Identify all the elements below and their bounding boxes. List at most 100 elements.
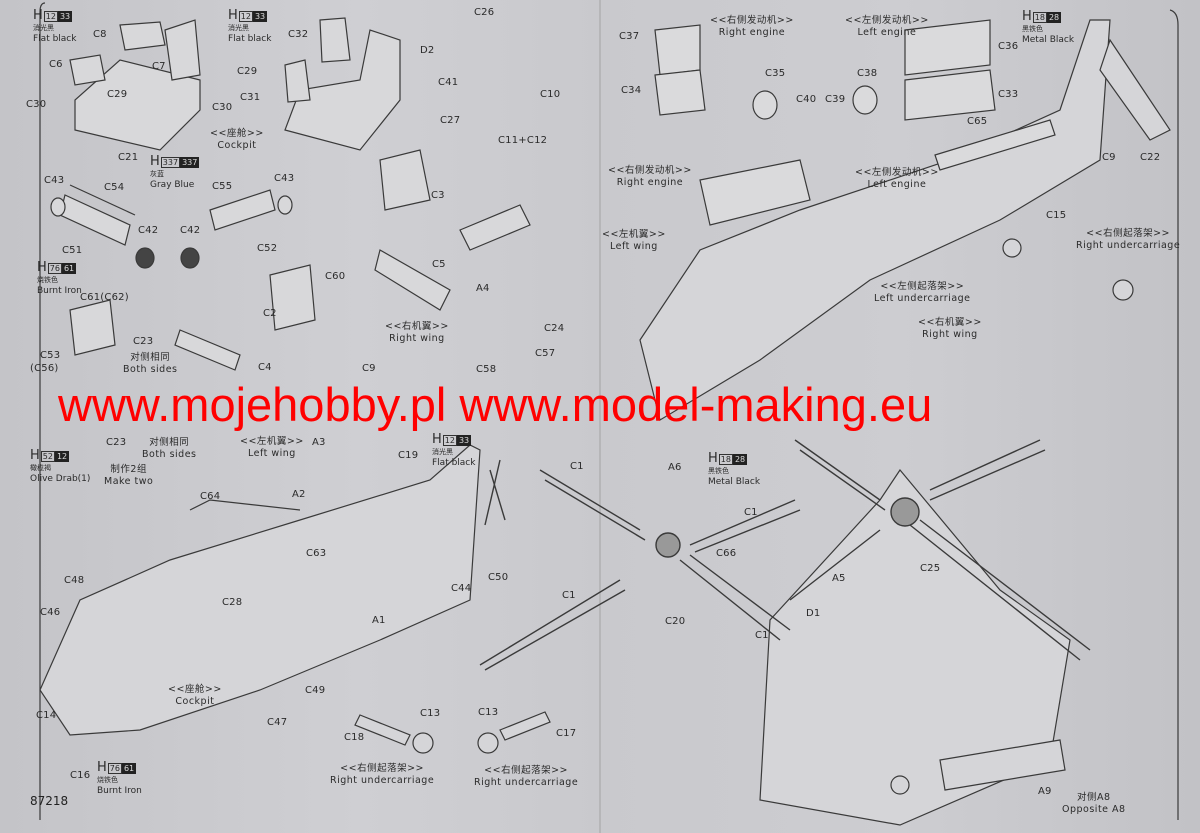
paint-brand-code: H <box>30 448 40 463</box>
part-number-label: C30 <box>212 102 233 113</box>
section-title-en: Right undercarriage <box>330 775 435 786</box>
part-number-label: C29 <box>237 66 258 77</box>
part-number-label: C26 <box>474 7 495 18</box>
part-number-label: C47 <box>267 717 288 728</box>
part-number-label: C42 <box>138 225 159 236</box>
part-number-label: C4 <box>258 362 272 373</box>
paint-brand-code: H <box>432 432 442 447</box>
part-number-label: C51 <box>62 245 83 256</box>
part-number-label: C16 <box>70 770 91 781</box>
section-title: <<左机翼>>Left wing <box>240 436 304 460</box>
part-number-label: C24 <box>544 323 565 334</box>
section-title: <<左侧发动机>>Left engine <box>845 15 929 39</box>
section-title-cn: 对侧A8 <box>1077 792 1111 803</box>
section-title-cn: <<右机翼>> <box>385 321 449 332</box>
part-number-label: C18 <box>344 732 365 743</box>
paint-name-en: Olive Drab(1) <box>30 474 91 484</box>
paint-number: 18 <box>1032 12 1047 23</box>
part-number-label: C63 <box>306 548 327 559</box>
paint-name-en: Metal Black <box>708 477 761 487</box>
part-number-label: C11+C12 <box>498 135 548 146</box>
paint-number-alt: 33 <box>456 435 472 446</box>
section-title: <<左侧起落架>>Left undercarriage <box>874 281 971 305</box>
section-title: <<左侧发动机>>Left engine <box>855 167 939 191</box>
paint-number: 18 <box>718 454 733 465</box>
paint-brand-code: H <box>97 760 107 775</box>
tank-and-pod-parts <box>50 149 531 371</box>
paint-brand-code: H <box>150 154 160 169</box>
part-number-label: C9 <box>362 363 376 374</box>
part-number-label: C41 <box>438 77 459 88</box>
undercarriage-parts <box>354 238 1134 795</box>
part-number-label: A1 <box>372 615 386 626</box>
part-number-label: C9 <box>1102 152 1116 163</box>
section-title-cn: <<右侧发动机>> <box>608 165 692 176</box>
paint-name-en: Metal Black <box>1022 35 1075 45</box>
paint-number-alt: 28 <box>1046 12 1062 23</box>
part-number-label: C64 <box>200 491 221 502</box>
section-title: <<右机翼>>Right wing <box>918 317 982 341</box>
part-number-label: A2 <box>292 489 306 500</box>
part-number-label: C52 <box>257 243 278 254</box>
sheet-number: 87218 <box>30 794 69 808</box>
section-title: <<右机翼>>Right wing <box>385 321 449 345</box>
part-number-label: C43 <box>274 173 295 184</box>
part-number-label: A3 <box>312 437 326 448</box>
watermark-text: www.mojehobby.pl www.model-making.eu <box>58 378 933 431</box>
part-number-label: C46 <box>40 607 61 618</box>
part-number-label: C7 <box>152 61 166 72</box>
section-title-cn: <<左侧发动机>> <box>855 167 939 178</box>
paint-name-en: Flat black <box>432 458 476 468</box>
paint-number: 337 <box>160 157 181 168</box>
section-title-en: Left undercarriage <box>874 293 971 304</box>
part-number-label: C6 <box>49 59 63 70</box>
paint-name-cn: 消光黑 <box>33 24 54 32</box>
part-number-label: C33 <box>998 89 1019 100</box>
part-number-label: C48 <box>64 575 85 586</box>
section-title: <<座舱>>Cockpit <box>210 128 264 152</box>
section-title-en: Cockpit <box>175 696 215 707</box>
part-number-label: C22 <box>1140 152 1161 163</box>
part-number-label: C25 <box>920 563 941 574</box>
paint-name-en: Flat black <box>33 34 77 44</box>
part-number-label: C65 <box>967 116 988 127</box>
paint-brand-code: H <box>708 451 718 466</box>
section-title-en: Both sides <box>142 449 197 460</box>
part-number-label: C35 <box>765 68 786 79</box>
part-number-label: (C56) <box>30 363 59 374</box>
part-number-label: C2 <box>263 308 277 319</box>
part-number-label: C1 <box>755 630 769 641</box>
part-number-label: C36 <box>998 41 1019 52</box>
paint-brand-code: H <box>1022 9 1032 24</box>
part-number-label: C13 <box>420 708 441 719</box>
part-number-label: C1 <box>744 507 758 518</box>
paint-brand-code: H <box>228 8 238 23</box>
section-title: <<右侧发动机>>Right engine <box>608 165 692 189</box>
paint-name-cn: 烧铁色 <box>97 776 118 784</box>
section-title-cn: <<座舱>> <box>210 128 264 139</box>
part-number-label: C17 <box>556 728 577 739</box>
paint-number-alt: 33 <box>252 11 268 22</box>
part-number-label: C39 <box>825 94 846 105</box>
part-number-label: C57 <box>535 348 556 359</box>
paint-name-cn: 烧铁色 <box>37 276 58 284</box>
section-title-cn: <<右机翼>> <box>918 317 982 328</box>
paint-brand-code: H <box>33 8 43 23</box>
cockpit-tub-part <box>69 17 401 151</box>
paint-number-alt: 28 <box>732 454 748 465</box>
paint-number: 76 <box>47 263 62 274</box>
part-number-label: C54 <box>104 182 125 193</box>
section-title-en: Left wing <box>247 448 296 459</box>
